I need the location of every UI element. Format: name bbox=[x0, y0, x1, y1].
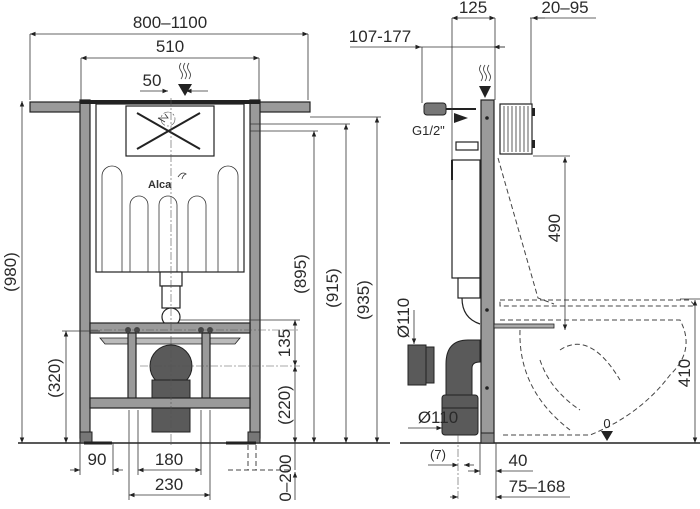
label-seat-height: 410 bbox=[675, 359, 694, 387]
floor-level-icon bbox=[601, 431, 613, 441]
side-view: G1/2" 0 125 20–95 bbox=[349, 0, 700, 500]
label-pipe-diameter-top: Ø110 bbox=[394, 298, 413, 338]
label-inlet-thread: G1/2" bbox=[412, 123, 445, 138]
water-inlet-icon bbox=[179, 62, 191, 80]
label-bracket-height: (320) bbox=[45, 358, 64, 398]
inner-post-right bbox=[201, 332, 211, 402]
panel-clip bbox=[532, 108, 535, 116]
label-outlet-height: (220) bbox=[275, 385, 294, 425]
foot-extension-dashed bbox=[228, 445, 290, 471]
drain-elbow bbox=[445, 339, 481, 403]
top-crossbar bbox=[80, 100, 260, 104]
inlet-arrow bbox=[157, 113, 169, 123]
label-outer-spacing: 230 bbox=[155, 475, 183, 494]
inlet-valve bbox=[423, 102, 447, 116]
flush-bend-top bbox=[457, 277, 481, 299]
label-outlet-spacing: 135 bbox=[275, 329, 294, 357]
side-foot bbox=[480, 432, 495, 444]
coupler-flange bbox=[425, 346, 435, 384]
flush-bend bbox=[461, 297, 481, 325]
toilet-seat-dashed bbox=[499, 299, 697, 307]
label-height-895: (895) bbox=[291, 254, 310, 294]
left-foot bbox=[79, 431, 93, 444]
inner-post-left bbox=[127, 332, 137, 402]
label-inner-spacing: 180 bbox=[155, 450, 183, 469]
label-height-935: (935) bbox=[354, 280, 373, 320]
bracket-plate bbox=[99, 337, 241, 345]
rivet bbox=[485, 308, 489, 312]
middle-crossbar bbox=[89, 322, 251, 334]
label-floor-level: 0 bbox=[603, 416, 610, 431]
label-depth-125: 125 bbox=[459, 0, 487, 17]
panel-clip bbox=[532, 140, 535, 148]
label-inlet-offset: 107-177 bbox=[349, 27, 411, 46]
side-frame-post bbox=[480, 99, 495, 444]
toilet-bowl-dashed bbox=[500, 319, 687, 436]
inlet-arrow-icon-side bbox=[479, 86, 491, 98]
left-post bbox=[79, 99, 91, 439]
inlet-arrow-side bbox=[454, 113, 468, 123]
brand-logo: Alca bbox=[148, 179, 172, 191]
label-overall-width: 800–1100 bbox=[133, 13, 207, 32]
flush-panel-ribs bbox=[503, 106, 529, 152]
cross-line-b bbox=[136, 112, 201, 150]
label-pipe-diameter-bottom: Ø110 bbox=[418, 408, 458, 427]
toilet-lid-dashed bbox=[497, 157, 555, 305]
label-outlet-depth: 75–168 bbox=[509, 477, 566, 496]
water-inlet-mark bbox=[160, 111, 176, 127]
left-arm bbox=[29, 101, 83, 113]
mounting-rod bbox=[493, 323, 555, 329]
right-post bbox=[249, 99, 261, 439]
label-height-915: (915) bbox=[323, 268, 342, 308]
cistern-ribs bbox=[101, 165, 239, 272]
cistern-side bbox=[451, 159, 481, 279]
label-flush-height: 490 bbox=[545, 214, 564, 242]
bowl-trap-dashed bbox=[519, 329, 621, 431]
lower-crossbar bbox=[89, 397, 251, 409]
bolt bbox=[198, 327, 204, 333]
inlet-arrow-icon bbox=[178, 84, 192, 96]
front-view: Alca 800–1100 bbox=[1, 13, 390, 502]
label-gap: (7) bbox=[430, 447, 446, 462]
label-foot-extension: 0–200 bbox=[276, 454, 295, 501]
label-frame-depth: 40 bbox=[509, 451, 528, 470]
rivet bbox=[485, 116, 489, 120]
label-flush-offset: 50 bbox=[143, 71, 162, 90]
label-frame-width: 510 bbox=[156, 37, 184, 56]
label-panel-offset: 20–95 bbox=[541, 0, 588, 17]
rivet bbox=[485, 386, 489, 390]
drain-coupler bbox=[407, 344, 427, 386]
valve-bracket bbox=[455, 141, 479, 151]
label-total-height: (980) bbox=[1, 252, 20, 292]
bird-icon bbox=[177, 172, 187, 180]
right-arm bbox=[257, 101, 311, 113]
label-foot-width: 90 bbox=[88, 450, 107, 469]
drain-socket bbox=[441, 394, 479, 436]
water-inlet-icon-side bbox=[479, 64, 491, 82]
right-foot bbox=[247, 431, 261, 444]
